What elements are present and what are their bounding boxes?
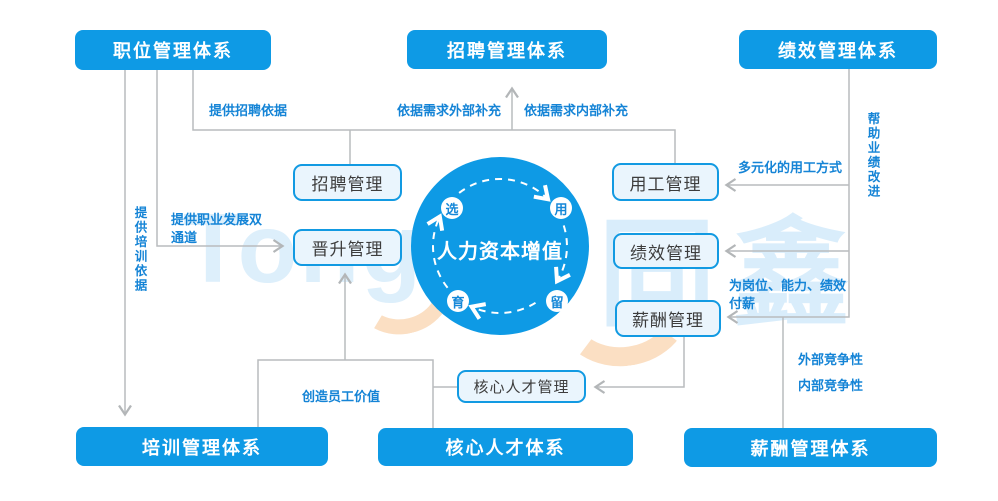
cycle-select: 选: [441, 197, 463, 219]
node-core-talent-system: 核心人才体系: [378, 428, 633, 466]
edge-label-external-supplement: 依据需求外部补充: [397, 103, 502, 118]
edge-performance-to-compensation-mgmt: [726, 68, 850, 324]
edge-label-create-employee-value: 创造员工价值: [302, 389, 381, 404]
edge-label-dual-career-channel: 提供职业发展双通道: [171, 212, 263, 246]
node-promotion-mgmt: 晋升管理: [293, 229, 402, 266]
edge-position-to-promotion: [156, 70, 285, 253]
edge-label-external-competitiveness: 外部竞争性: [798, 352, 864, 367]
node-performance-mgmt: 绩效管理: [613, 233, 719, 269]
edge-label-internal-competitiveness: 内部竞争性: [798, 378, 864, 393]
edge-label-help-performance-improvement: 帮助业绩改进: [865, 112, 880, 199]
node-training-system: 培训管理体系: [76, 427, 328, 466]
edge-compensation-to-core-talent: [593, 337, 685, 394]
node-recruitment-mgmt: 招聘管理: [293, 164, 402, 201]
edge-label-pay-for-position: 为岗位、能力、绩效付薪: [729, 278, 847, 312]
center-title: 人力资本增值: [437, 241, 563, 263]
node-performance-system: 绩效管理体系: [739, 30, 937, 69]
edge-label-provide-training-basis: 提供培训依据: [132, 206, 147, 293]
cycle-use: 用: [550, 197, 572, 219]
cycle-retain: 留: [546, 290, 568, 312]
edge-position-to-employment: [192, 70, 676, 163]
node-core-talent-mgmt: 核心人才管理: [457, 370, 586, 403]
node-compensation-mgmt: 薪酬管理: [615, 300, 721, 337]
edge-label-internal-supplement: 依据需求内部补充: [524, 103, 629, 118]
node-recruitment-system: 招聘管理体系: [407, 30, 607, 69]
node-employment-mgmt: 用工管理: [612, 163, 719, 201]
node-compensation-system: 薪酬管理体系: [684, 428, 937, 467]
node-position-system: 职位管理体系: [75, 30, 271, 70]
cycle-develop: 育: [447, 290, 469, 312]
edge-label-diversified-employment: 多元化的用工方式: [738, 160, 843, 175]
edge-label-provide-recruitment-basis: 提供招聘依据: [209, 103, 288, 118]
